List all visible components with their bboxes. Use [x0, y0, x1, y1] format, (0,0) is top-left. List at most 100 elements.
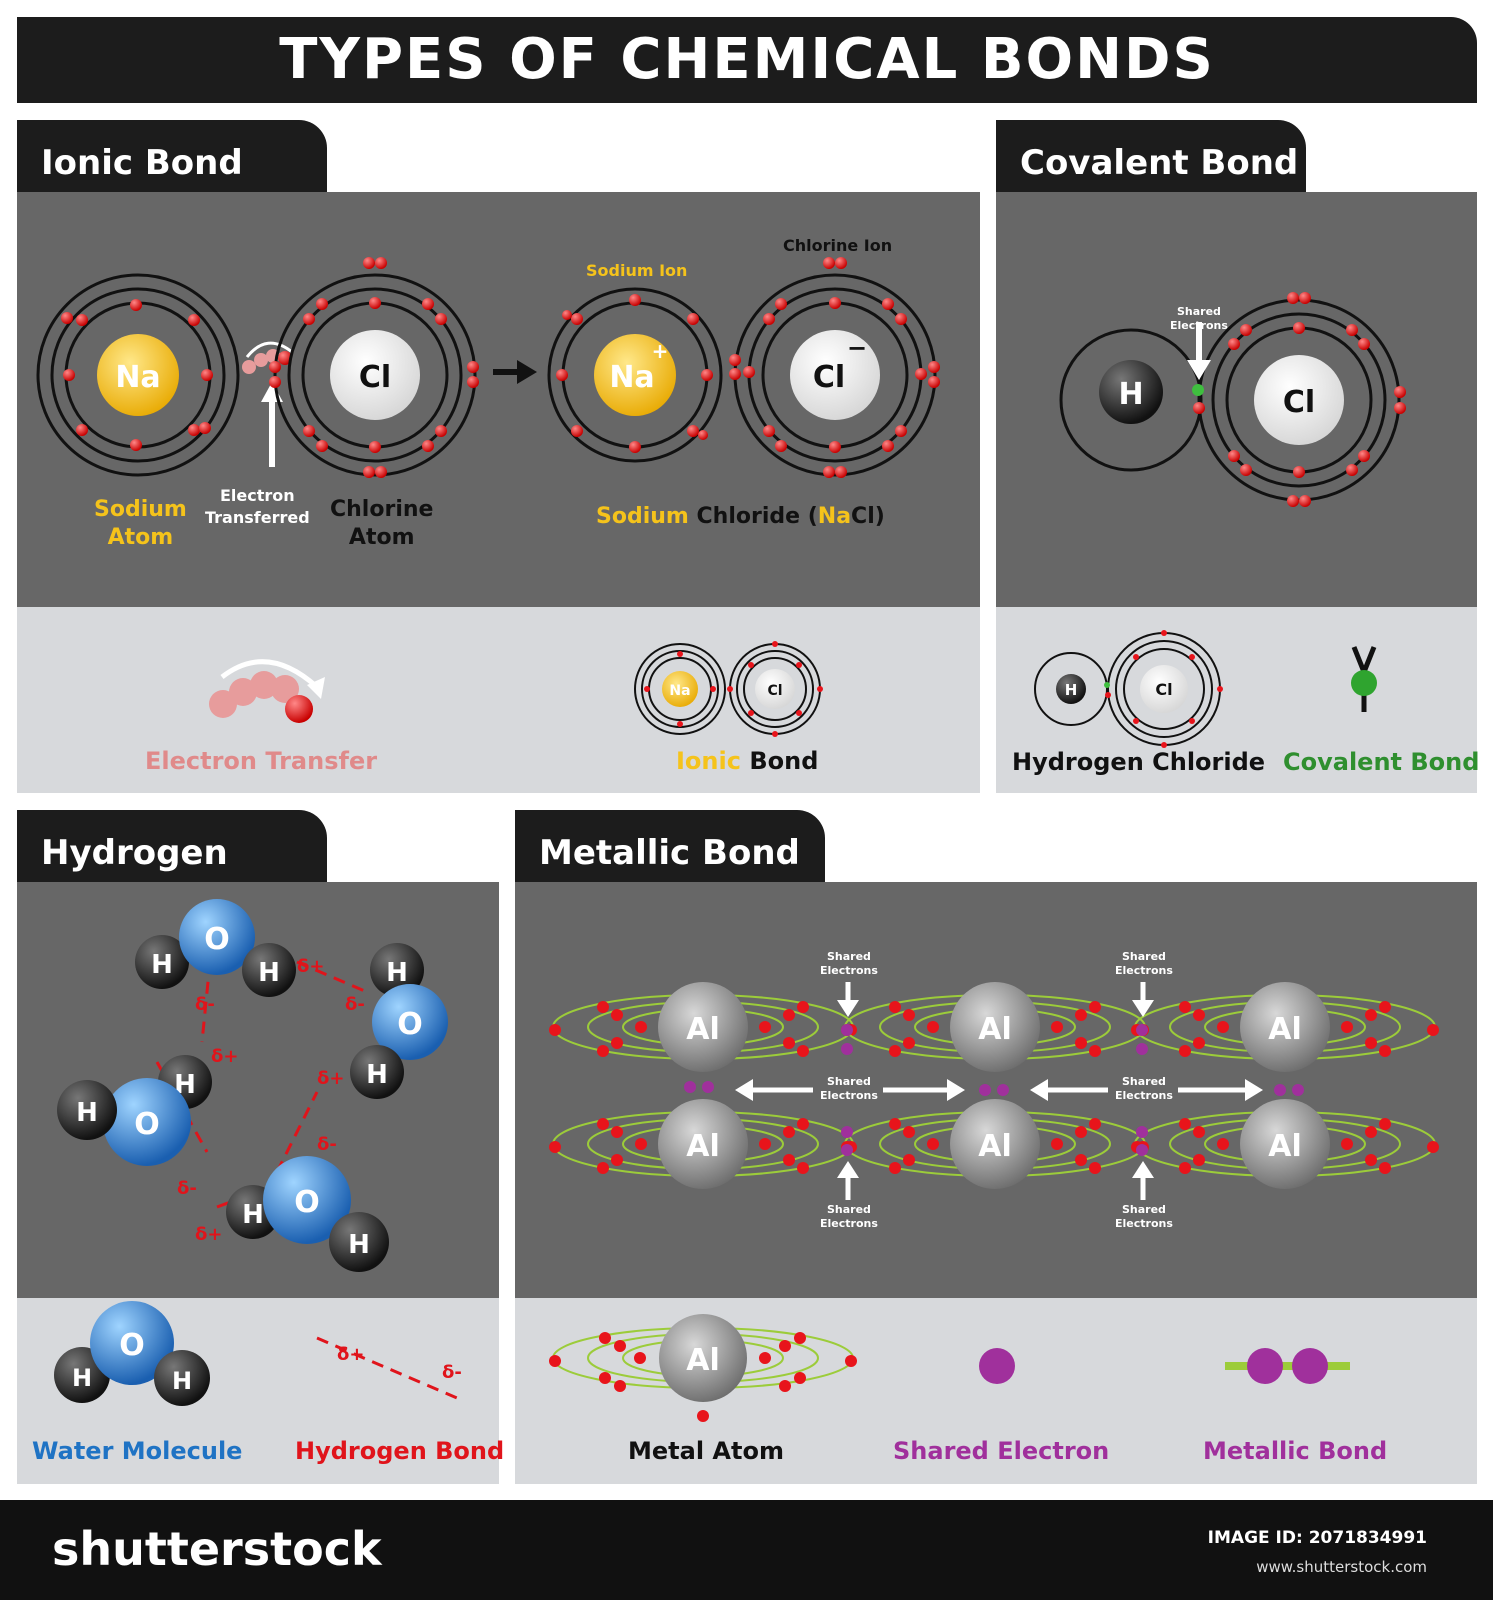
- electron: [759, 1138, 771, 1150]
- electron: [783, 1154, 795, 1166]
- electron: [1179, 1045, 1191, 1057]
- h-atom: H: [151, 950, 173, 980]
- covalent-diagram: H Cl: [1059, 292, 1406, 507]
- al-atom: [1240, 1099, 1330, 1189]
- al-atom: [1240, 982, 1330, 1072]
- legend-metallic-bond: Metallic Bond: [1203, 1437, 1388, 1465]
- electron: [1051, 1021, 1063, 1033]
- hydrogen-legend: H O H δ+ δ-: [17, 1298, 499, 1484]
- delta-plus: δ+: [195, 1224, 222, 1245]
- al-symbol: Al: [978, 1129, 1012, 1164]
- electron: [1379, 1001, 1391, 1013]
- electron: [927, 1021, 939, 1033]
- electron: [1193, 1154, 1205, 1166]
- metallic-legend-icons: Al: [549, 1314, 1350, 1422]
- electron: [1075, 1009, 1087, 1021]
- legend-metal-atom: Metal Atom: [628, 1437, 784, 1465]
- electron: [1217, 1021, 1229, 1033]
- electron: [611, 1037, 623, 1049]
- electron: [1379, 1162, 1391, 1174]
- metallic-legend: Al: [515, 1298, 1477, 1484]
- covalent-legend: H Cl: [996, 607, 1477, 793]
- svg-text:Cl: Cl: [767, 683, 782, 699]
- h-atom: H: [348, 1230, 370, 1260]
- electron: [903, 1037, 915, 1049]
- electron: [1193, 1009, 1205, 1021]
- electron: [1089, 1118, 1101, 1130]
- delta-minus: δ-: [195, 994, 215, 1015]
- svg-text:Na: Na: [669, 683, 690, 699]
- ionic-diagram: Na Cl Na +: [36, 257, 940, 478]
- electron: [1365, 1037, 1377, 1049]
- electron: [1341, 1021, 1353, 1033]
- page-title: TYPES OF CHEMICAL BONDS: [17, 17, 1477, 103]
- svg-text:δ-: δ-: [442, 1362, 462, 1383]
- electron: [797, 1118, 809, 1130]
- hydrogen-bond-icon: δ+ δ-: [316, 1336, 462, 1400]
- o-atom: O: [294, 1185, 320, 1220]
- nacl-label: Sodium Chloride (NaCl): [596, 504, 885, 529]
- hydrogen-panel: H O H H O H H O H H O H δ+ δ- δ- δ+ δ+ δ…: [17, 882, 499, 1298]
- svg-text:H: H: [172, 1367, 192, 1395]
- electron: [1193, 1126, 1205, 1138]
- svg-text:O: O: [119, 1328, 145, 1363]
- electron: [889, 1045, 901, 1057]
- na-symbol: Na: [115, 360, 160, 395]
- electron: [1179, 1001, 1191, 1013]
- sodium-ion-label: Sodium Ion: [586, 261, 688, 280]
- hydrogen-legend-icons: H O H δ+ δ-: [54, 1301, 462, 1406]
- electron: [1075, 1126, 1087, 1138]
- cl-symbol: Cl: [1283, 385, 1315, 420]
- electron: [903, 1126, 915, 1138]
- electron: [927, 1138, 939, 1150]
- shared-electrons-label: Shared Electrons: [820, 950, 878, 977]
- hydrogen-diagram: H O H H O H H O H H O H δ+ δ- δ- δ+ δ+ δ…: [57, 899, 448, 1272]
- legend-covalent-bond: Covalent Bond: [1283, 748, 1480, 776]
- electron: [1089, 1045, 1101, 1057]
- electron: [1075, 1037, 1087, 1049]
- electron-transfer-icon: [209, 659, 325, 723]
- shared-electrons-label: Shared Electrons: [820, 1203, 878, 1230]
- ionic-panel: Na Cl Na +: [17, 192, 980, 607]
- nacl-close: ): [874, 504, 885, 529]
- al-atom: [950, 1099, 1040, 1189]
- legend-electron-transfer: Electron Transfer: [145, 747, 378, 775]
- legend-hydrogen-bond: Hydrogen Bond: [295, 1437, 505, 1465]
- h-atom: H: [242, 1200, 264, 1230]
- nacl-chloride: Chloride: [696, 504, 801, 529]
- metallic-bond-icon: [1225, 1348, 1350, 1384]
- shared-electron-arrows: [735, 982, 1263, 1200]
- svg-text:Al: Al: [686, 1343, 720, 1378]
- electron: [1427, 1024, 1439, 1036]
- covalent-heading: Covalent Bond: [996, 120, 1306, 206]
- electron: [1379, 1045, 1391, 1057]
- image-id: IMAGE ID: 2071834991: [1207, 1528, 1427, 1548]
- legend-bond-word: Bond: [749, 747, 819, 775]
- cl-symbol: Cl: [359, 360, 391, 395]
- al-symbol: Al: [686, 1129, 720, 1164]
- delta-minus: δ-: [345, 994, 365, 1015]
- electron: [1179, 1162, 1191, 1174]
- shared-electrons-label: Shared Electrons: [1115, 1203, 1173, 1230]
- al-symbol: Al: [978, 1012, 1012, 1047]
- hydrogen-heading: Hydrogen Bond: [17, 810, 327, 959]
- delta-plus: δ+: [211, 1046, 238, 1067]
- electron: [597, 1118, 609, 1130]
- electron: [597, 1045, 609, 1057]
- electron: [903, 1154, 915, 1166]
- electron: [1089, 1001, 1101, 1013]
- site-url: www.shutterstock.com: [1256, 1558, 1427, 1576]
- cl-ion-symbol: Cl: [813, 360, 845, 395]
- electron: [549, 1024, 561, 1036]
- legend-ionic-bond: Ionic Bond: [676, 747, 818, 775]
- al-atom: [658, 1099, 748, 1189]
- covalent-legend-icons: H Cl: [1034, 630, 1377, 748]
- electron: [635, 1021, 647, 1033]
- electron: [1379, 1118, 1391, 1130]
- water-molecule-icon: H O H: [54, 1301, 210, 1406]
- svg-text:δ+: δ+: [337, 1344, 364, 1365]
- electron: [889, 1162, 901, 1174]
- electron: [1051, 1138, 1063, 1150]
- electron: [903, 1009, 915, 1021]
